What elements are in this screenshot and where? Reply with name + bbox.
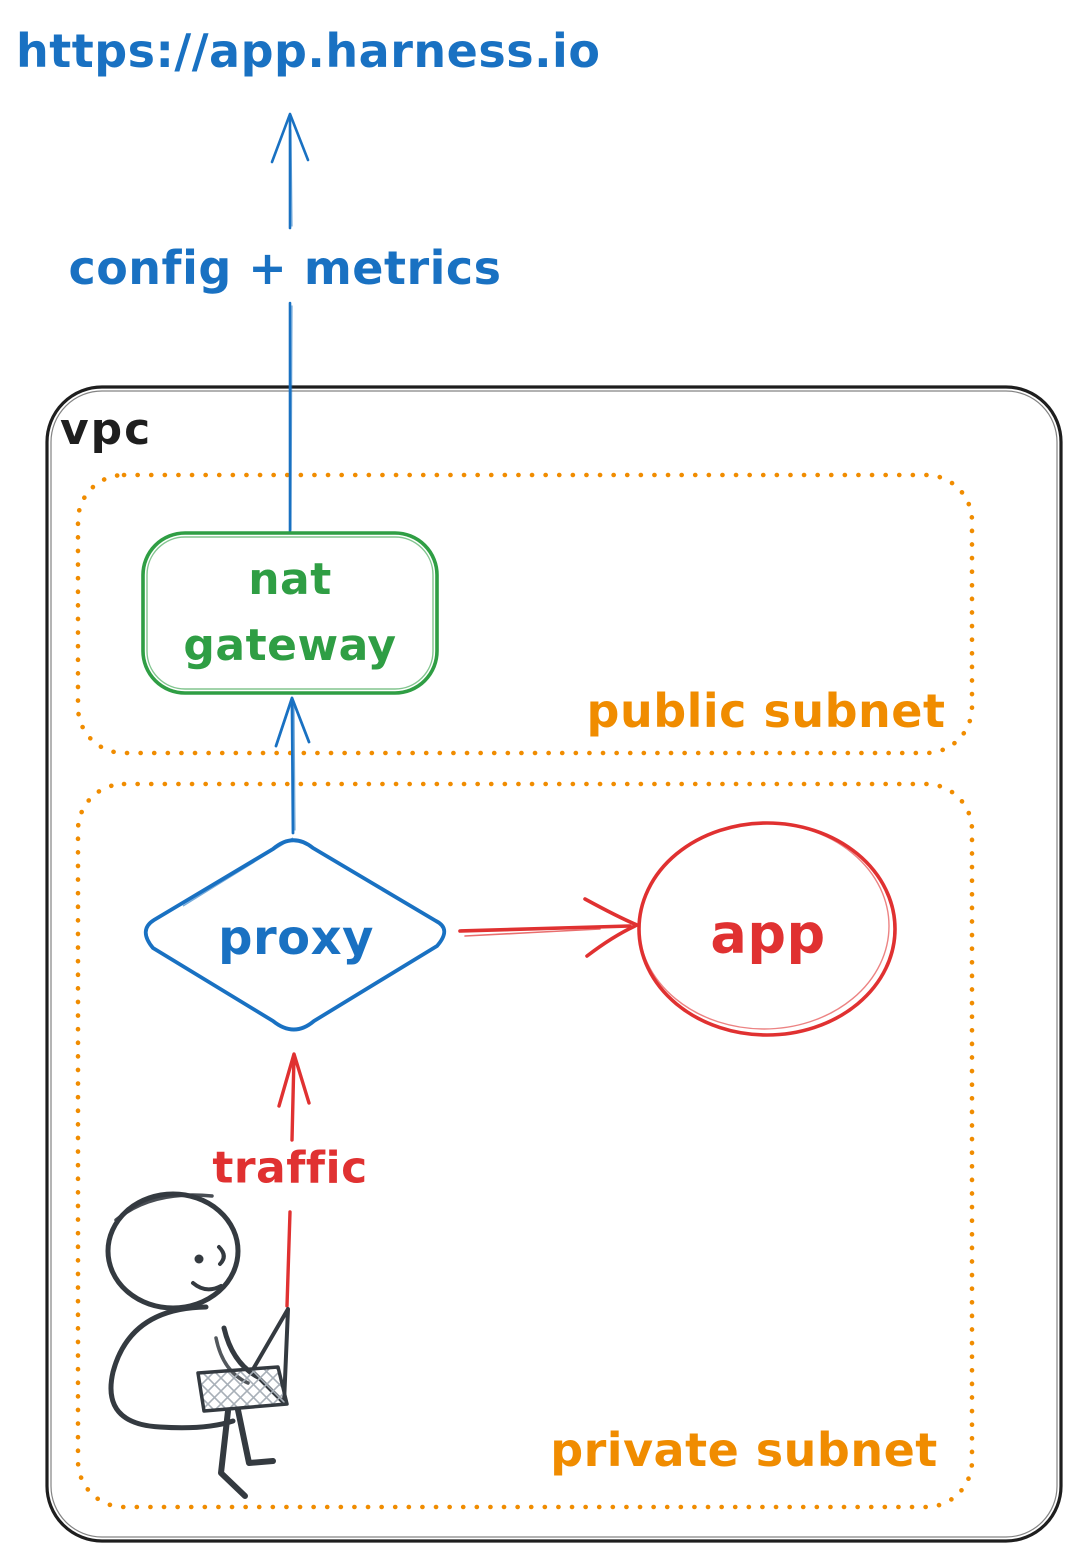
traffic-arrow <box>277 1052 311 1308</box>
private-subnet-label: private subnet <box>550 1423 938 1477</box>
person-at-laptop-illustration <box>105 1191 290 1499</box>
nat-gateway-label: nat gateway <box>183 554 397 671</box>
public-subnet-border <box>75 472 975 756</box>
arrow-proxy-to-natgw <box>274 696 311 835</box>
vpc-border <box>45 385 1063 1543</box>
vpc-label: vpc <box>60 404 153 455</box>
proxy-diamond <box>143 837 447 1032</box>
nat-gateway-node: nat gateway <box>143 533 437 693</box>
config-metrics-arrow-label: config + metrics <box>68 241 502 295</box>
arrow-natgw-to-harness <box>270 112 310 535</box>
external-endpoint-label: https://app.harness.io <box>16 24 601 78</box>
app-label: app <box>710 902 826 966</box>
public-subnet-label: public subnet <box>586 684 946 738</box>
nat-gateway-box <box>141 531 439 695</box>
app-circle <box>637 821 897 1037</box>
traffic-arrow-label: traffic <box>212 1142 368 1194</box>
arrow-proxy-to-app <box>458 897 639 958</box>
proxy-label: proxy <box>218 910 374 966</box>
